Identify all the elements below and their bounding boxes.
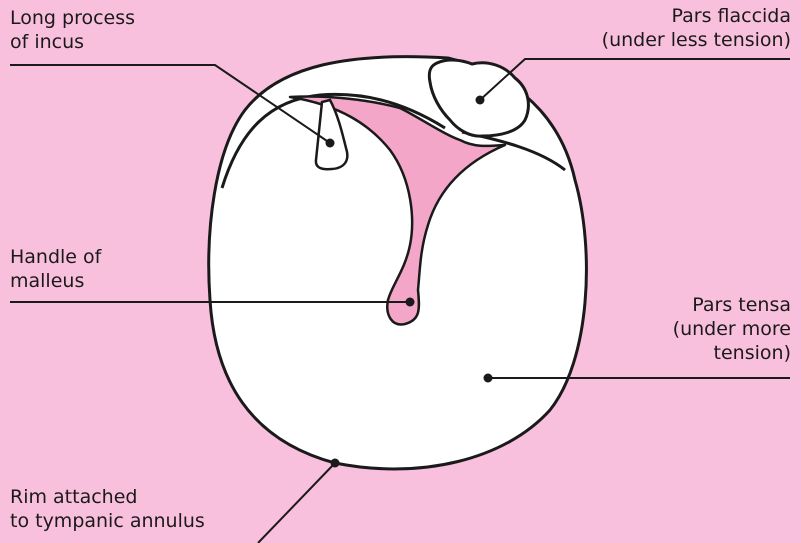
malleus-dot — [406, 298, 415, 307]
label-handle-of-malleus: Handle of malleus — [10, 245, 101, 293]
label-pars-flaccida: Pars flaccida (under less tension) — [602, 4, 791, 52]
label-line: malleus — [10, 269, 101, 293]
label-line: Pars flaccida — [602, 4, 791, 28]
label-line: Handle of — [10, 245, 101, 269]
label-line: of incus — [10, 30, 135, 54]
label-long-process-of-incus: Long process of incus — [10, 6, 135, 54]
rim-leader — [258, 463, 335, 543]
label-rim-attached: Rim attached to tympanic annulus — [10, 485, 205, 533]
label-pars-tensa: Pars tensa (under more tension) — [673, 293, 791, 365]
label-line: Rim attached — [10, 485, 205, 509]
tensa-dot — [484, 374, 493, 383]
rim-dot — [331, 459, 340, 468]
flaccida-dot — [476, 96, 485, 105]
label-line: Long process — [10, 6, 135, 30]
label-line: Pars tensa — [673, 293, 791, 317]
label-line: to tympanic annulus — [10, 509, 205, 533]
incus-dot — [326, 139, 335, 148]
label-line: tension) — [673, 341, 791, 365]
label-line: (under less tension) — [602, 28, 791, 52]
label-line: (under more — [673, 317, 791, 341]
